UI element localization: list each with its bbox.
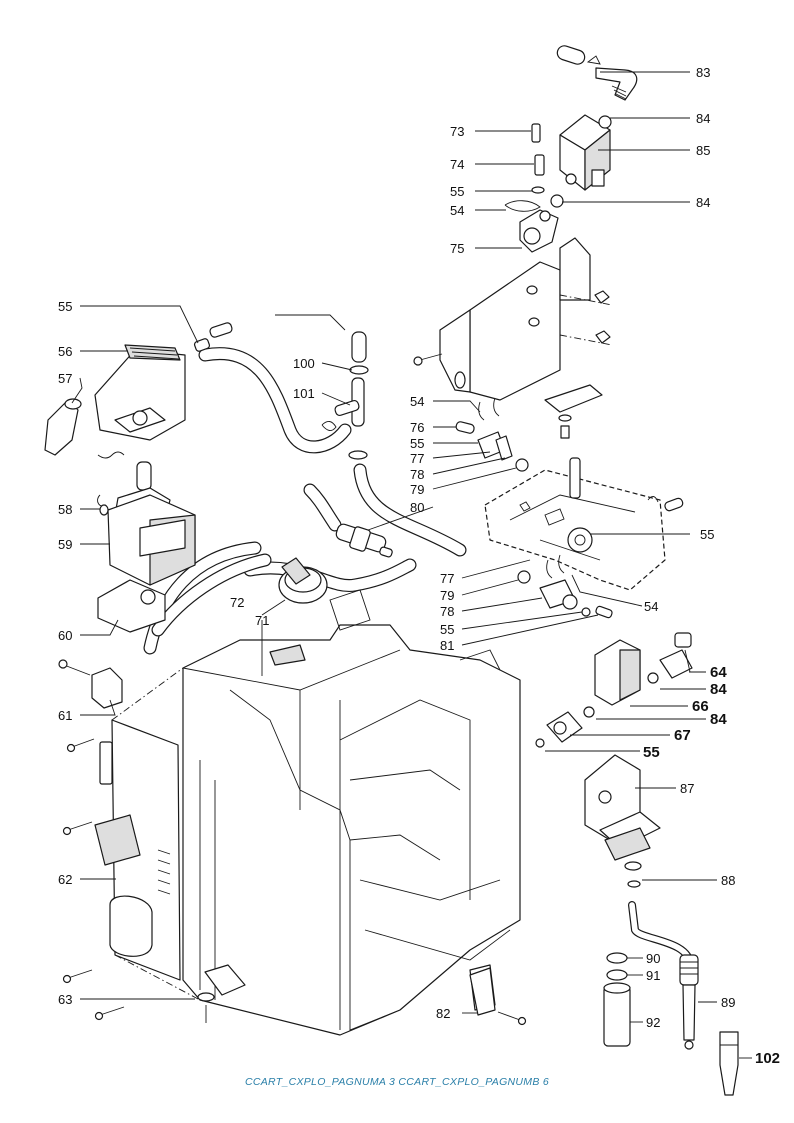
label-84a: 84 (696, 111, 710, 126)
chassis-71 (182, 589, 521, 1036)
clip-82 (469, 967, 527, 1026)
label-92: 92 (646, 1015, 660, 1030)
label-87: 87 (680, 781, 694, 796)
label-55a: 55 (450, 184, 464, 199)
steam-wand-89 (584, 754, 699, 1050)
label-77a: 77 (410, 451, 424, 466)
label-76: 76 (410, 420, 424, 435)
solenoid-valve-85 (550, 114, 612, 208)
flow-meter-72 (278, 557, 328, 604)
label-79a: 79 (410, 482, 424, 497)
fittings-76-79 (455, 397, 684, 512)
label-66: 66 (692, 698, 709, 715)
tee-fitting-101 (321, 331, 369, 460)
label-101: 101 (293, 386, 315, 401)
label-100: 100 (293, 356, 315, 371)
label-79b: 79 (440, 588, 454, 603)
label-63: 63 (58, 992, 72, 1007)
heater-block-56 (44, 322, 233, 459)
label-77b: 77 (440, 571, 454, 586)
label-73: 73 (450, 124, 464, 139)
valve-parts-73-75 (504, 123, 559, 253)
frother-sleeve-92 (603, 952, 631, 1047)
label-102: 102 (755, 1050, 780, 1067)
fittings-78-81 (517, 554, 613, 619)
label-62: 62 (58, 872, 72, 887)
leader-lines (71, 71, 752, 1059)
label-54c: 54 (644, 599, 658, 614)
label-88: 88 (721, 873, 735, 888)
label-54a: 54 (450, 203, 464, 218)
label-61: 61 (58, 708, 72, 723)
label-83: 83 (696, 65, 710, 80)
label-90: 90 (646, 951, 660, 966)
label-74: 74 (450, 157, 464, 172)
footer-caption: CCART_CXPLO_PAGNUMA 3 CCART_CXPLO_PAGNUM… (244, 1076, 550, 1088)
label-64: 64 (710, 664, 727, 681)
label-57: 57 (58, 371, 72, 386)
label-56: 56 (58, 344, 72, 359)
label-84d: 84 (710, 711, 727, 728)
label-85: 85 (696, 143, 710, 158)
label-81: 81 (440, 638, 454, 653)
pump-59 (97, 461, 196, 633)
part-labels: 83 84 85 84 73 74 55 54 75 55 56 57 58 5… (58, 65, 780, 1067)
thermoblock (484, 457, 666, 591)
label-55b: 55 (58, 299, 72, 314)
label-84b: 84 (696, 195, 710, 210)
label-84c: 84 (710, 681, 727, 698)
label-60: 60 (58, 628, 72, 643)
label-55f: 55 (643, 744, 660, 761)
label-91: 91 (646, 968, 660, 983)
nozzle-102 (719, 1031, 739, 1096)
label-71: 71 (255, 613, 269, 628)
electronics-62 (58, 659, 246, 1023)
mounting-bracket (413, 237, 613, 439)
label-58: 58 (58, 502, 72, 517)
inline-filter-80 (335, 523, 393, 558)
elbow-fitting-83 (556, 45, 638, 101)
label-55e: 55 (440, 622, 454, 637)
label-55c: 55 (410, 436, 424, 451)
label-72: 72 (230, 595, 244, 610)
label-78b: 78 (440, 604, 454, 619)
label-89: 89 (721, 995, 735, 1010)
label-82: 82 (436, 1006, 450, 1021)
label-75: 75 (450, 241, 464, 256)
label-59: 59 (58, 537, 72, 552)
label-78a: 78 (410, 467, 424, 482)
label-54b: 54 (410, 394, 424, 409)
label-80: 80 (410, 500, 424, 515)
hose-group (143, 347, 467, 655)
label-55d: 55 (700, 527, 714, 542)
solenoid-valve-66 (535, 632, 693, 748)
label-67: 67 (674, 727, 691, 744)
